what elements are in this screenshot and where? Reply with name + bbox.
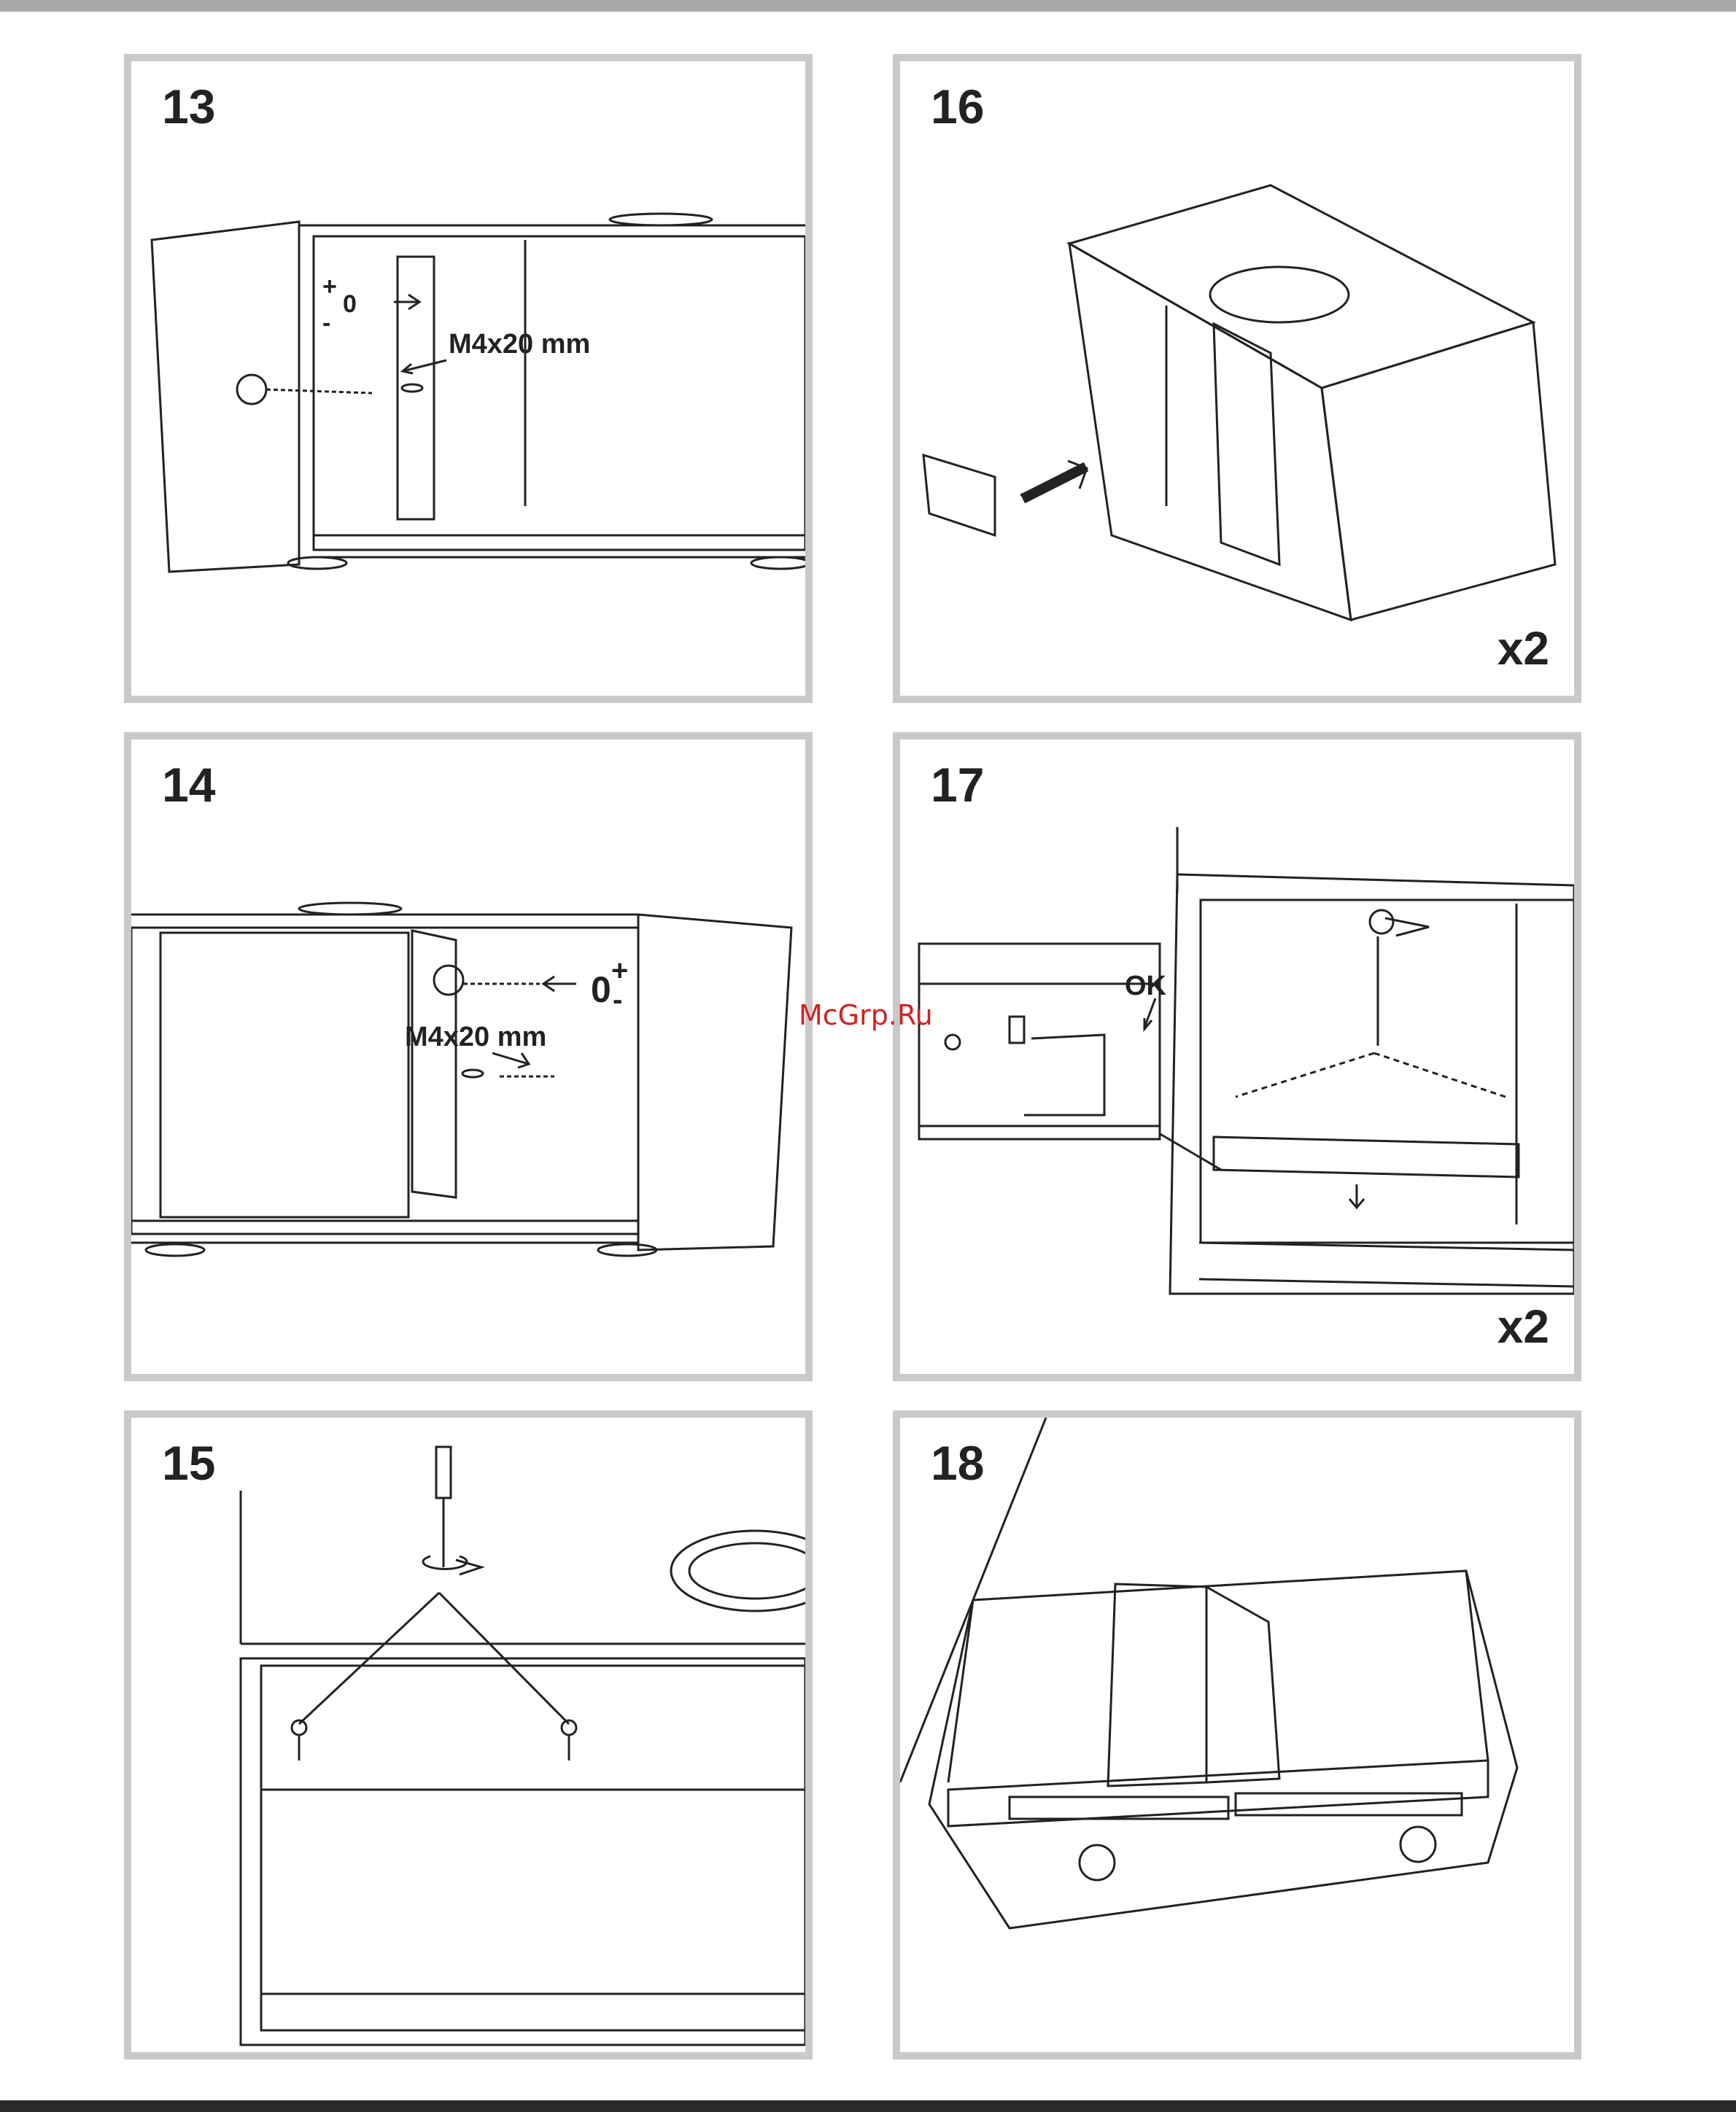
screw-size-label: M4x20 mm [405, 1022, 546, 1052]
zero-mark: 0 [591, 969, 611, 1010]
step-16-illustration [900, 61, 1574, 696]
quantity-label: x2 [1497, 621, 1549, 675]
panel-15: 15 [124, 1410, 813, 2059]
panel-16: 16 x2 [893, 54, 1581, 703]
ok-label: OK [1125, 971, 1167, 1001]
plus-sign: + [322, 273, 337, 300]
zero-mark: 0 [343, 290, 357, 318]
step-18-illustration [900, 1418, 1574, 2052]
step-15-illustration [131, 1418, 805, 2052]
step-14-illustration: 0 + - M4x20 mm [131, 739, 805, 1374]
panel-18: 18 [893, 1410, 1581, 2059]
step-13-illustration: + 0 - M4x20 mm [131, 61, 805, 696]
panel-17: 17 OK x2 [893, 732, 1581, 1381]
minus-sign: - [322, 309, 330, 337]
top-bar [0, 0, 1736, 12]
step-17-illustration: OK [900, 739, 1574, 1374]
bottom-bar [0, 2100, 1736, 2112]
minus-sign: - [613, 984, 622, 1016]
watermark-text: McGrp.Ru [799, 999, 933, 1031]
panel-14: 14 0 + - M4x20 mm [124, 732, 813, 1381]
panel-13: 13 + 0 - M4x20 mm [124, 54, 813, 703]
screw-size-label: M4x20 mm [449, 329, 590, 360]
plus-sign: + [611, 955, 628, 987]
quantity-label: x2 [1497, 1300, 1549, 1354]
